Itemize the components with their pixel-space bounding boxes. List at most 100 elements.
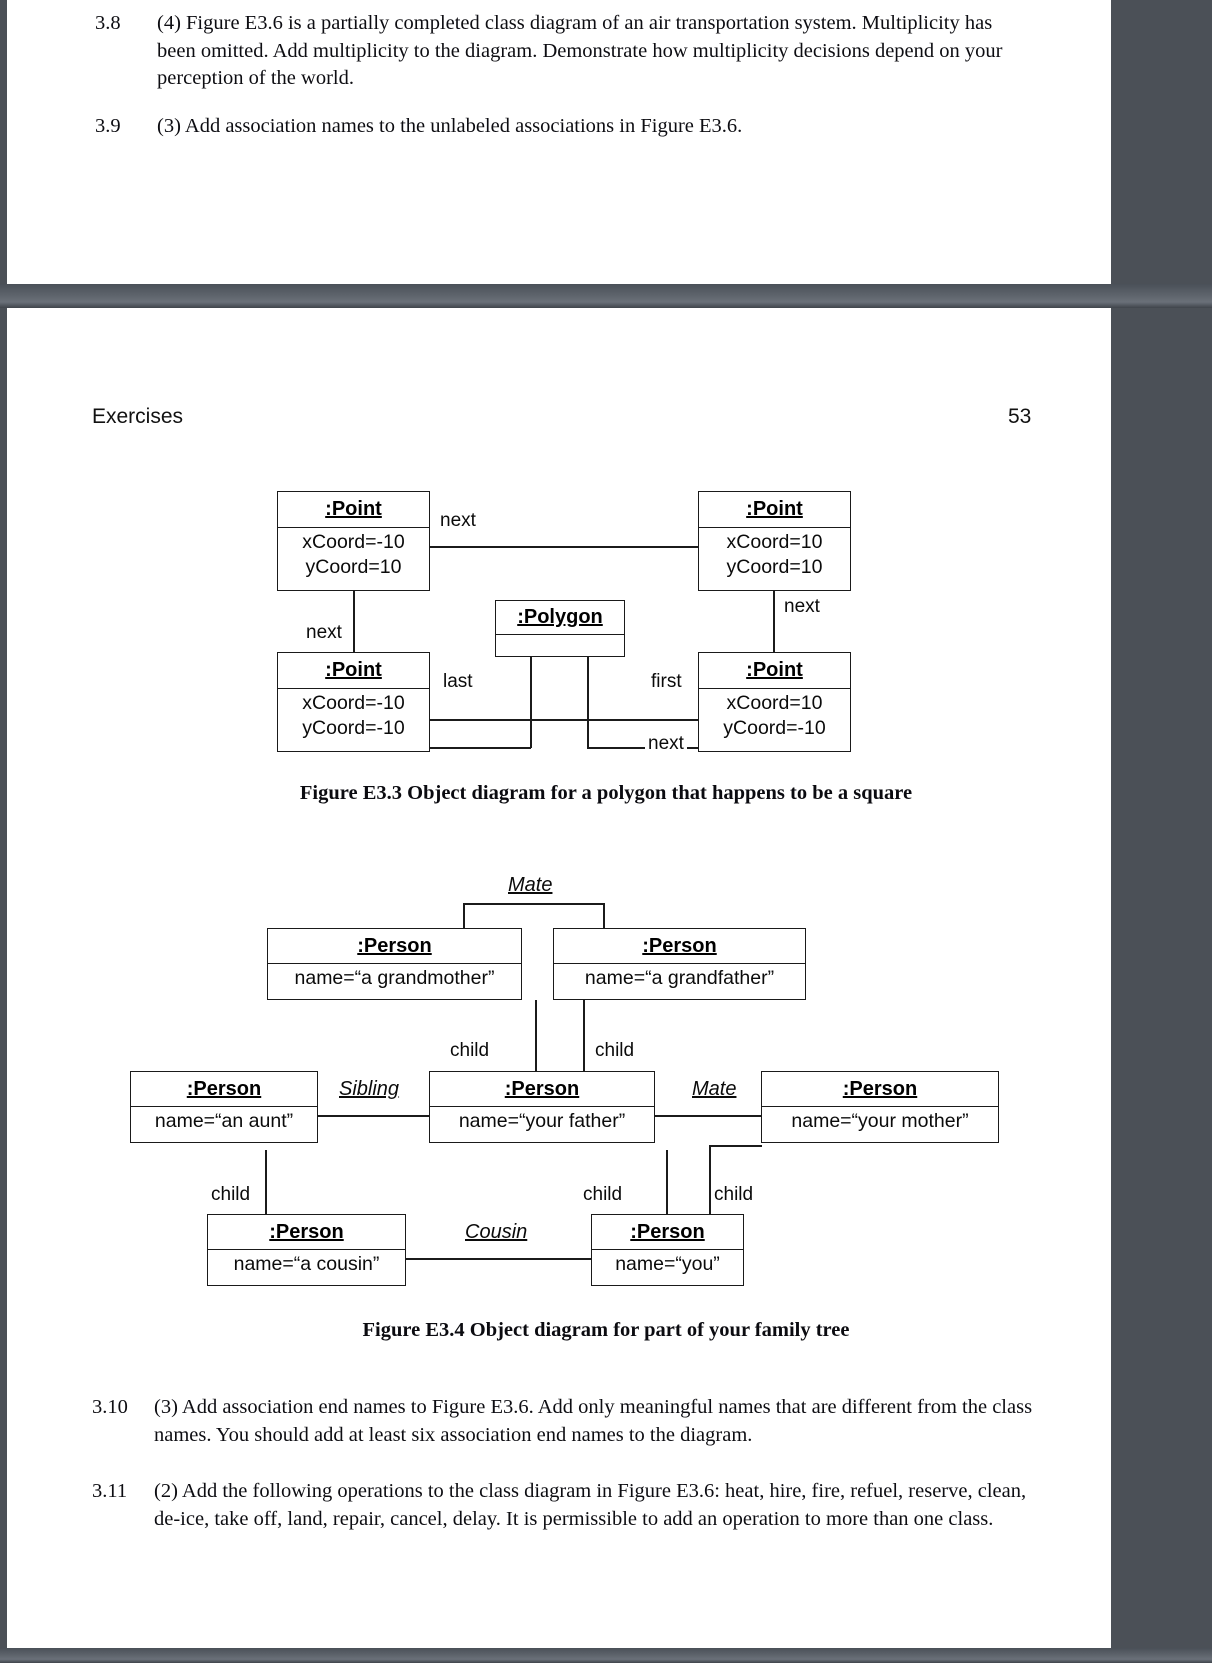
object-attributes: xCoord=-10 yCoord=10: [278, 528, 429, 580]
object-attributes: name=“your mother”: [762, 1107, 998, 1134]
link-mate-parents: [654, 1115, 761, 1117]
role-label-child-father: child: [580, 1184, 626, 1206]
link-label-first: first: [648, 671, 685, 693]
attribute-ycoord: yCoord=10: [726, 556, 823, 578]
link-first-horizontal: [587, 747, 698, 749]
object-attributes: name=“a grandmother”: [268, 964, 521, 991]
object-attributes: [496, 635, 624, 637]
object-attributes: name=“you”: [592, 1250, 743, 1277]
link-cousin: [406, 1258, 591, 1260]
role-label-child-grandmother: child: [447, 1040, 493, 1062]
object-header: :Person: [592, 1215, 743, 1250]
role-label-child-aunt: child: [208, 1184, 254, 1206]
link-child-mother-horizontal: [709, 1145, 762, 1147]
exercise-number: 3.10: [92, 1396, 128, 1418]
object-box-aunt: :Person name=“an aunt”: [130, 1071, 318, 1143]
attribute-xcoord: xCoord=-10: [302, 531, 405, 553]
exercise-number: 3.9: [95, 115, 121, 137]
object-header: :Point: [278, 653, 429, 689]
page-gutter-divider: [0, 284, 1212, 308]
object-box-mother: :Person name=“your mother”: [761, 1071, 999, 1143]
link-child-aunt: [265, 1150, 267, 1222]
object-header: :Person: [268, 929, 521, 964]
role-label-child-mother: child: [711, 1184, 757, 1206]
object-attributes: name=“an aunt”: [131, 1107, 317, 1134]
role-label-child-grandfather: child: [592, 1040, 638, 1062]
attribute-xcoord: xCoord=10: [726, 692, 823, 714]
object-box-polygon: :Polygon: [495, 600, 625, 657]
figure-caption-e33: Figure E3.3 Object diagram for a polygon…: [299, 782, 913, 804]
association-label-sibling: Sibling: [336, 1078, 403, 1101]
object-box-you: :Person name=“you”: [591, 1214, 744, 1286]
attribute-name: name=“a grandmother”: [294, 967, 495, 989]
object-attributes: name=“a cousin”: [208, 1250, 405, 1277]
attribute-xcoord: xCoord=-10: [302, 692, 405, 714]
link-label-next-left: next: [303, 622, 345, 644]
object-attributes: name=“your father”: [430, 1107, 654, 1134]
attribute-name: name=“a cousin”: [233, 1253, 380, 1275]
link-child-grandmother: [535, 1000, 537, 1072]
object-box-cousin: :Person name=“a cousin”: [207, 1214, 406, 1286]
page-number: 53: [1008, 405, 1032, 428]
object-attributes: xCoord=10 yCoord=-10: [699, 689, 850, 741]
object-attributes: xCoord=10 yCoord=10: [699, 528, 850, 580]
link-next-right: [773, 590, 775, 670]
object-header: :Person: [430, 1072, 654, 1107]
object-attributes: xCoord=-10 yCoord=-10: [278, 689, 429, 741]
exercise-text: (3) Add association end names to Figure …: [154, 1396, 1033, 1446]
link-child-mother-vertical: [709, 1145, 711, 1222]
object-header: :Point: [278, 492, 429, 528]
association-label-mate-parents: Mate: [689, 1078, 740, 1101]
running-head-title: Exercises: [92, 405, 184, 428]
object-header: :Point: [699, 653, 850, 689]
exercise-3-8: 3.8 (4) Figure E3.6 is a partially compl…: [95, 10, 1035, 93]
link-label-next-top: next: [437, 510, 479, 532]
object-box-point-top-left: :Point xCoord=-10 yCoord=10: [277, 491, 430, 591]
mate-bracket-right: [603, 903, 605, 930]
page-gutter-bottom: [0, 1648, 1212, 1663]
object-attributes: name=“a grandfather”: [554, 964, 805, 991]
object-header: :Polygon: [496, 601, 624, 635]
figure-caption-e34: Figure E3.4 Object diagram for part of y…: [362, 1319, 850, 1341]
object-box-grandfather: :Person name=“a grandfather”: [553, 928, 806, 1000]
link-label-last: last: [440, 671, 476, 693]
object-box-point-top-right: :Point xCoord=10 yCoord=10: [698, 491, 851, 591]
exercise-text: (2) Add the following operations to the …: [154, 1480, 1027, 1530]
object-box-point-bottom-right: :Point xCoord=10 yCoord=-10: [698, 652, 851, 752]
attribute-name: name=“your father”: [458, 1110, 626, 1132]
link-label-next-right: next: [781, 596, 823, 618]
link-next-bottom: [428, 719, 700, 721]
association-label-mate-grandparents: Mate: [505, 874, 556, 897]
exercise-number: 3.8: [95, 12, 121, 34]
link-next-top: [428, 546, 700, 548]
attribute-name: name=“a grandfather”: [584, 967, 775, 989]
exercise-3-10: 3.10 (3) Add association end names to Fi…: [92, 1394, 1037, 1449]
page-fragment-top: 3.8 (4) Figure E3.6 is a partially compl…: [7, 0, 1111, 284]
attribute-name: name=“an aunt”: [154, 1110, 294, 1132]
object-box-grandmother: :Person name=“a grandmother”: [267, 928, 522, 1000]
link-child-grandfather: [583, 1000, 585, 1072]
mate-bracket-top: [463, 903, 604, 905]
attribute-xcoord: xCoord=10: [726, 531, 823, 553]
object-header: :Person: [554, 929, 805, 964]
link-label-next-bottom: next: [645, 733, 687, 755]
attribute-ycoord: yCoord=10: [305, 556, 402, 578]
link-last-vertical: [530, 656, 532, 748]
object-header: :Person: [762, 1072, 998, 1107]
page-shadow-left: [0, 0, 7, 1663]
attribute-name: name=“you”: [615, 1253, 720, 1275]
object-header: :Person: [131, 1072, 317, 1107]
link-last-horizontal: [428, 747, 531, 749]
link-next-left: [353, 590, 355, 670]
object-box-father: :Person name=“your father”: [429, 1071, 655, 1143]
attribute-ycoord: yCoord=-10: [723, 717, 826, 739]
link-first-vertical: [587, 656, 589, 748]
object-box-point-bottom-left: :Point xCoord=-10 yCoord=-10: [277, 652, 430, 752]
mate-bracket-left: [463, 903, 465, 930]
object-header: :Point: [699, 492, 850, 528]
attribute-ycoord: yCoord=-10: [302, 717, 405, 739]
exercise-3-11: 3.11 (2) Add the following operations to…: [92, 1478, 1037, 1533]
exercise-3-9: 3.9 (3) Add association names to the unl…: [95, 113, 1035, 141]
exercise-text: (4) Figure E3.6 is a partially completed…: [157, 12, 1003, 89]
object-header: :Person: [208, 1215, 405, 1250]
